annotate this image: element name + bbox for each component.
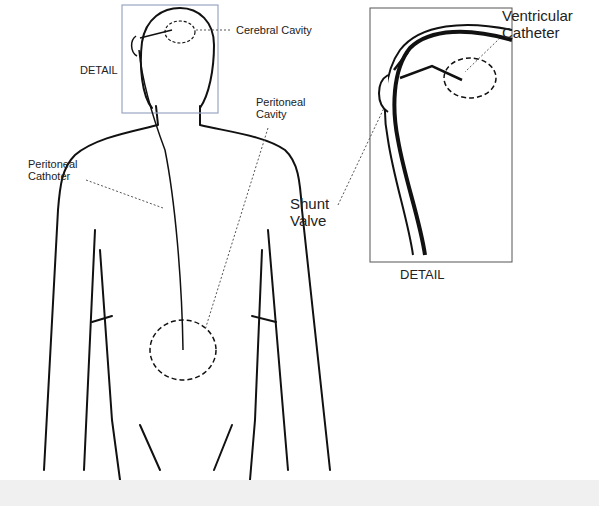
shunt-valve: [379, 75, 388, 112]
ground-band: [0, 480, 599, 506]
body-outline: [44, 8, 330, 480]
ventricle: [444, 58, 496, 98]
peritoneal-catheter: [139, 50, 183, 350]
leader-lines: [86, 30, 500, 330]
cavity-label: Cerebral Cavity: [236, 24, 312, 36]
skull-outline: [394, 32, 512, 255]
scalp-outline: [385, 25, 512, 255]
detail-label: DETAIL: [400, 268, 445, 282]
detail-frame-large: [370, 8, 512, 262]
ventricular-catheter: [394, 52, 462, 80]
detail-label: DETAIL: [80, 64, 118, 76]
shunt-valve-small: [132, 36, 137, 56]
peritoneal-cavity: [150, 320, 216, 380]
valve-label: Shunt Valve: [290, 196, 350, 229]
detail-frame: [122, 5, 218, 113]
catheter-label: Ventricular Catheter: [502, 8, 594, 41]
cavity-label: Peritoneal Cavity: [256, 96, 320, 120]
cerebral-cavity: [165, 21, 195, 43]
catheter-label: Peritoneal Cathoter: [28, 158, 88, 182]
